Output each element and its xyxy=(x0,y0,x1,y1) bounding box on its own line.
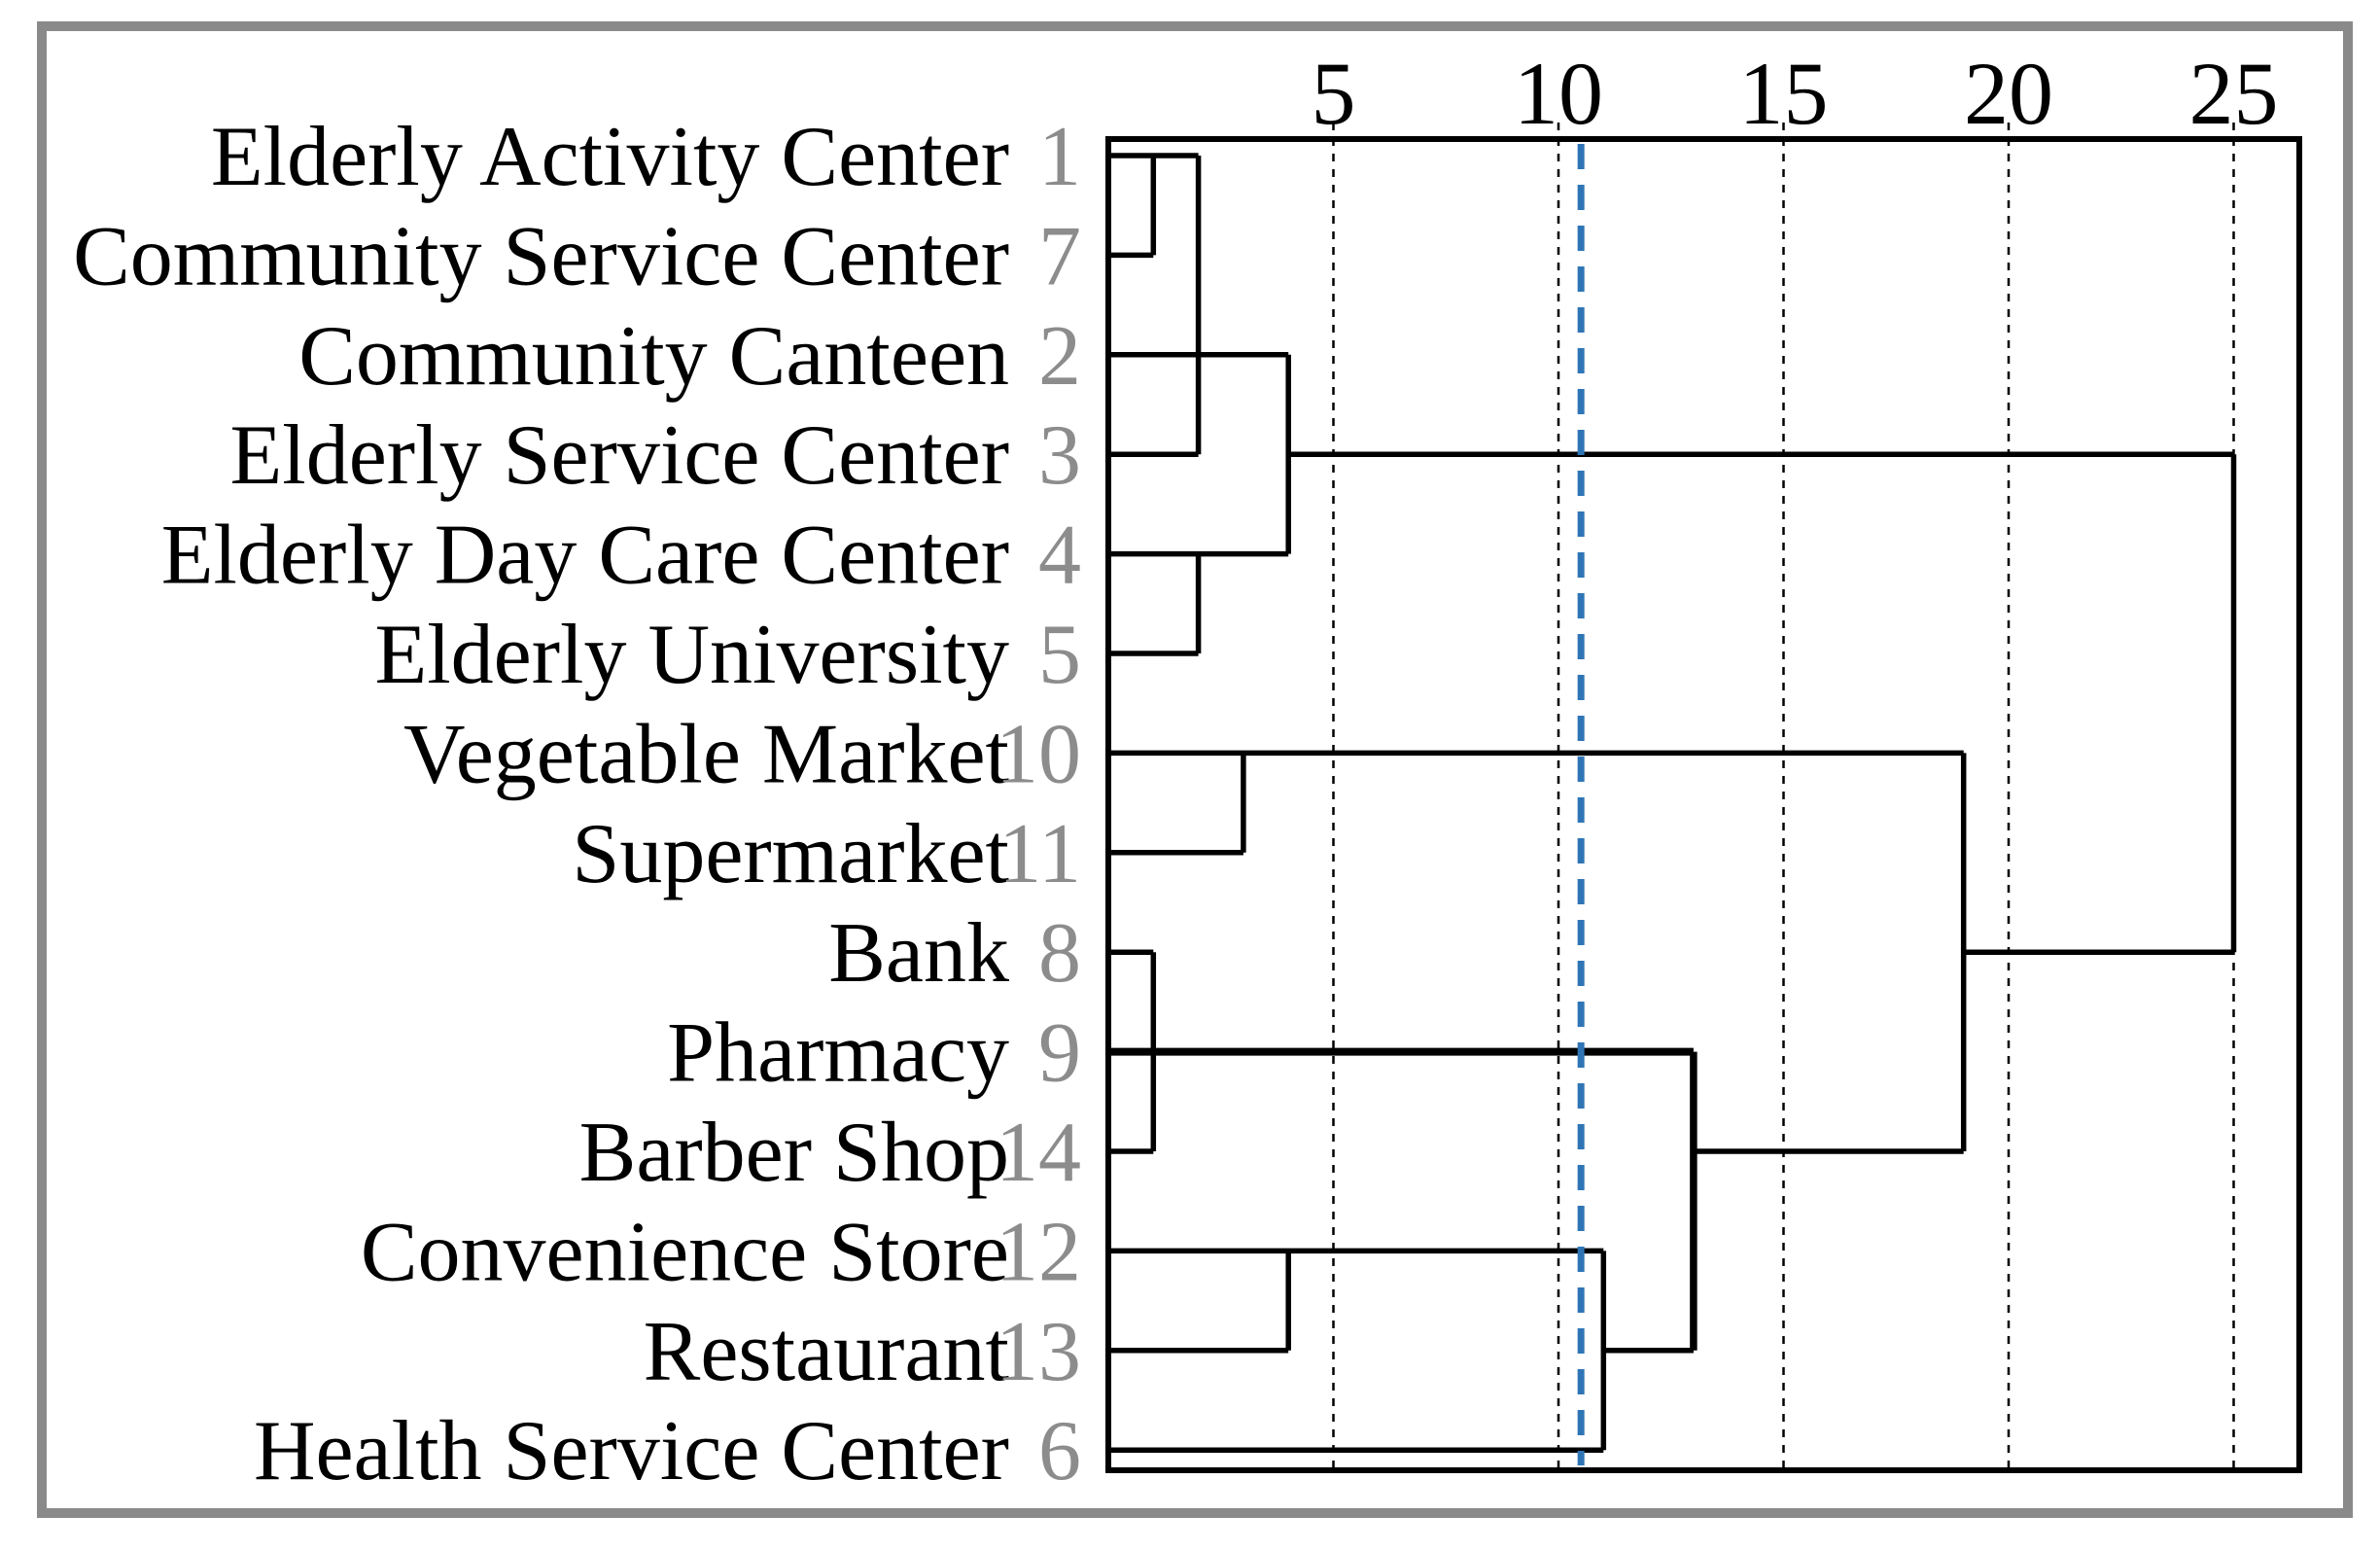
axis-tick-label-15: 15 xyxy=(1739,44,1829,143)
leaf-label-14: Barber Shop xyxy=(579,1106,1009,1200)
leaf-number-9: 9 xyxy=(1038,1006,1081,1101)
leaf-number-5: 5 xyxy=(1038,608,1081,702)
leaf-label-12: Convenience Store xyxy=(361,1205,1009,1299)
leaf-label-6: Health Service Center xyxy=(254,1404,1009,1498)
axis-tick-label-25: 25 xyxy=(2189,44,2279,143)
leaf-number-14: 14 xyxy=(996,1106,1081,1200)
leaf-label-5: Elderly University xyxy=(374,608,1009,702)
leaf-number-4: 4 xyxy=(1038,509,1081,603)
axis-tick-label-10: 10 xyxy=(1514,44,1603,143)
leaf-number-1: 1 xyxy=(1038,110,1081,204)
leaf-number-2: 2 xyxy=(1038,309,1081,404)
leaf-label-4: Elderly Day Care Center xyxy=(161,509,1009,603)
leaf-number-13: 13 xyxy=(996,1305,1081,1399)
plot-border xyxy=(1105,136,2302,1473)
leaf-label-2: Community Canteen xyxy=(298,309,1009,404)
leaf-label-10: Vegetable Market xyxy=(403,707,1009,801)
axis-tick-label-20: 20 xyxy=(1964,44,2053,143)
leaf-label-1: Elderly Activity Center xyxy=(211,110,1009,204)
axis-tick-label-5: 5 xyxy=(1312,44,1356,143)
leaf-number-11: 11 xyxy=(998,807,1081,901)
leaf-number-3: 3 xyxy=(1038,408,1081,503)
leaf-number-6: 6 xyxy=(1038,1404,1081,1498)
leaf-label-8: Bank xyxy=(828,906,1009,1001)
leaf-number-7: 7 xyxy=(1038,209,1081,303)
outer-frame xyxy=(37,21,2353,1518)
leaf-label-11: Supermarket xyxy=(572,807,1009,901)
leaf-label-9: Pharmacy xyxy=(667,1006,1009,1101)
leaf-number-10: 10 xyxy=(996,707,1081,801)
leaf-label-7: Community Service Center xyxy=(73,209,1009,303)
leaf-number-12: 12 xyxy=(996,1205,1081,1299)
leaf-label-13: Restaurant xyxy=(644,1305,1009,1399)
leaf-number-8: 8 xyxy=(1038,906,1081,1001)
leaf-label-3: Elderly Service Center xyxy=(230,408,1009,503)
